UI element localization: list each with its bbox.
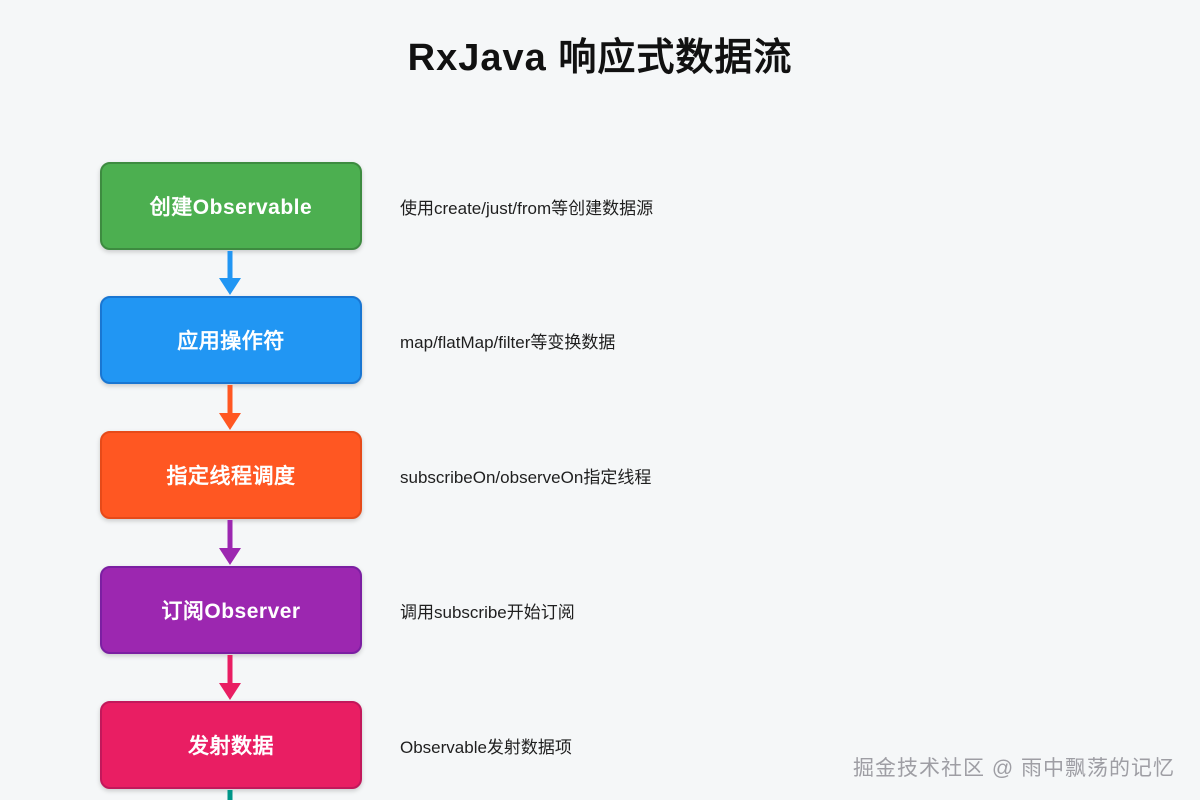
flow-arrow-3: [219, 520, 241, 565]
step-description-create-observable: 使用create/just/from等创建数据源: [400, 162, 960, 250]
step-label: 指定线程调度: [166, 465, 296, 488]
step-description-text: subscribeOn/observeOn指定线程: [400, 467, 652, 487]
flow-arrow-5-partial: [227, 790, 233, 800]
watermark: 掘金技术社区 @ 雨中飘荡的记忆: [853, 757, 1175, 780]
flow-arrow-2: [219, 385, 241, 430]
step-label: 创建Observable: [149, 196, 313, 219]
step-box-apply-operators: 应用操作符: [100, 296, 362, 384]
flow-arrow-1: [219, 251, 241, 295]
step-description-text: 调用subscribe开始订阅: [400, 602, 575, 622]
step-description-subscribe-observer: 调用subscribe开始订阅: [400, 566, 960, 654]
step-description-thread-scheduling: subscribeOn/observeOn指定线程: [400, 431, 960, 519]
step-description-text: map/flatMap/filter等变换数据: [400, 332, 616, 352]
step-description-emit-data: Observable发射数据项: [400, 701, 960, 789]
diagram-title: RxJava 响应式数据流: [407, 37, 793, 79]
step-label: 订阅Observer: [161, 600, 301, 623]
step-description-text: 使用create/just/from等创建数据源: [400, 198, 654, 218]
step-box-create-observable: 创建Observable: [100, 162, 362, 250]
step-box-emit-data: 发射数据: [100, 701, 362, 789]
step-box-thread-scheduling: 指定线程调度: [100, 431, 362, 519]
step-description-text: Observable发射数据项: [400, 737, 572, 757]
step-box-subscribe-observer: 订阅Observer: [100, 566, 362, 654]
step-label: 应用操作符: [177, 330, 285, 353]
flow-arrow-4: [219, 655, 241, 700]
step-label: 发射数据: [188, 735, 274, 758]
step-description-apply-operators: map/flatMap/filter等变换数据: [400, 296, 960, 384]
